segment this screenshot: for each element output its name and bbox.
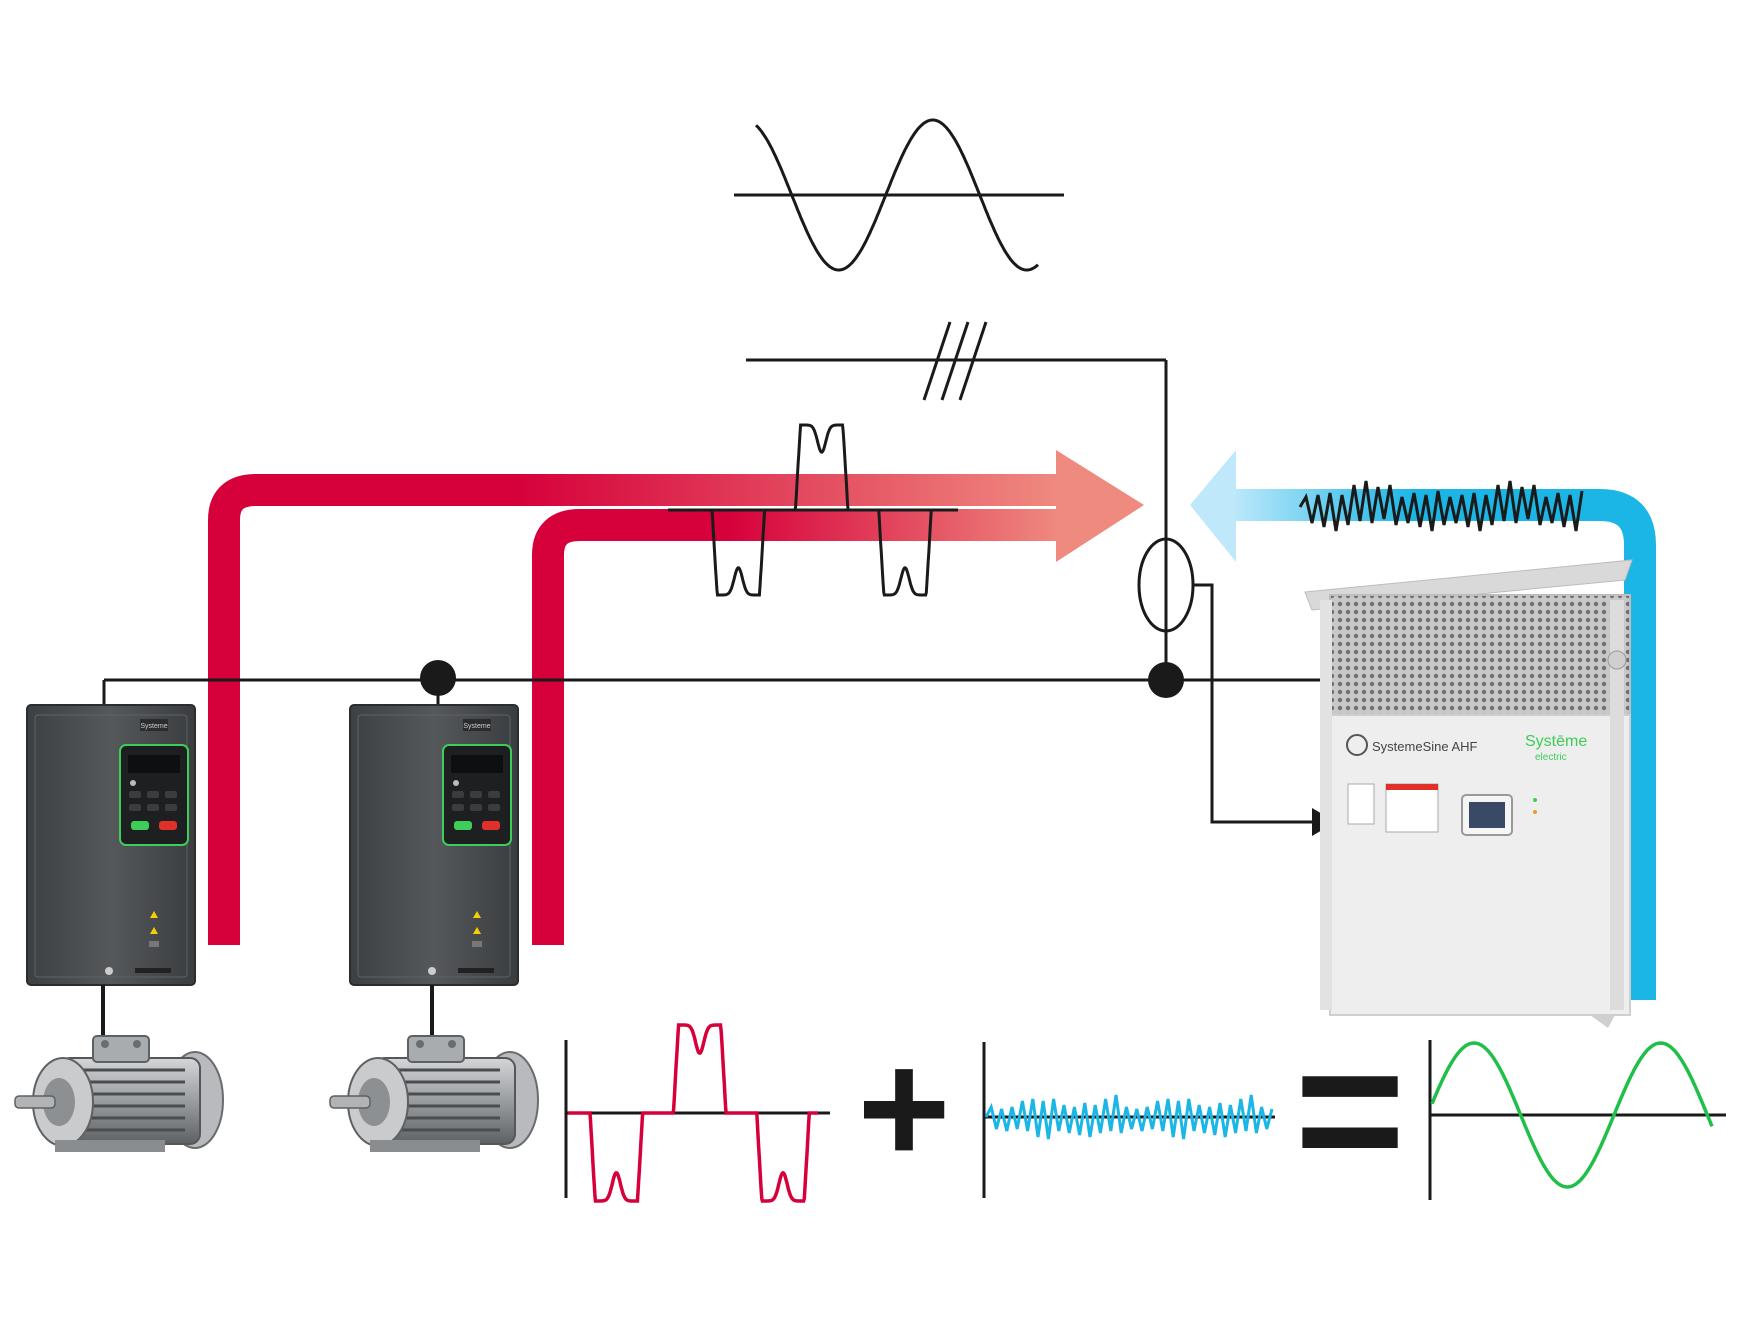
- compensation-current-arrow: [1190, 450, 1656, 1000]
- distorted-current-waveform: [668, 423, 958, 597]
- drive-icon: Systeme: [349, 704, 519, 986]
- harmonic-current-arrow: [208, 450, 1144, 945]
- equals-sign: =: [1295, 1004, 1406, 1216]
- drive-logo-text: Systeme: [463, 723, 490, 730]
- drive-icon: Systeme: [26, 704, 196, 986]
- equation-distorted-current: [564, 1023, 830, 1203]
- equation-clean-sine: [1428, 1040, 1726, 1200]
- bus-node-dot: [420, 660, 456, 696]
- plus-sign: +: [857, 1018, 950, 1197]
- grid-sine-waveform: [734, 118, 1064, 272]
- drive-logo-text: Systeme: [140, 723, 167, 730]
- ahf-product-name: SystemeSine AHF: [1372, 739, 1478, 754]
- ahf-brand-line1: Systēme: [1525, 733, 1587, 750]
- power-bus: [102, 660, 1330, 705]
- three-phase-icon: [922, 321, 988, 401]
- drive-unit-2: Systeme: [349, 704, 519, 1035]
- compensation-waveform-top: [1298, 480, 1584, 532]
- ahf-brand-line2: electric: [1535, 752, 1567, 763]
- drive-unit-1: Systeme: [26, 704, 196, 1035]
- motor-icon: [14, 1035, 224, 1152]
- equation-compensation-current: [982, 1042, 1275, 1198]
- motor-icon: [329, 1035, 539, 1152]
- ahf-cabinet: SystemeSine AHF Systēme electric: [1304, 559, 1633, 1028]
